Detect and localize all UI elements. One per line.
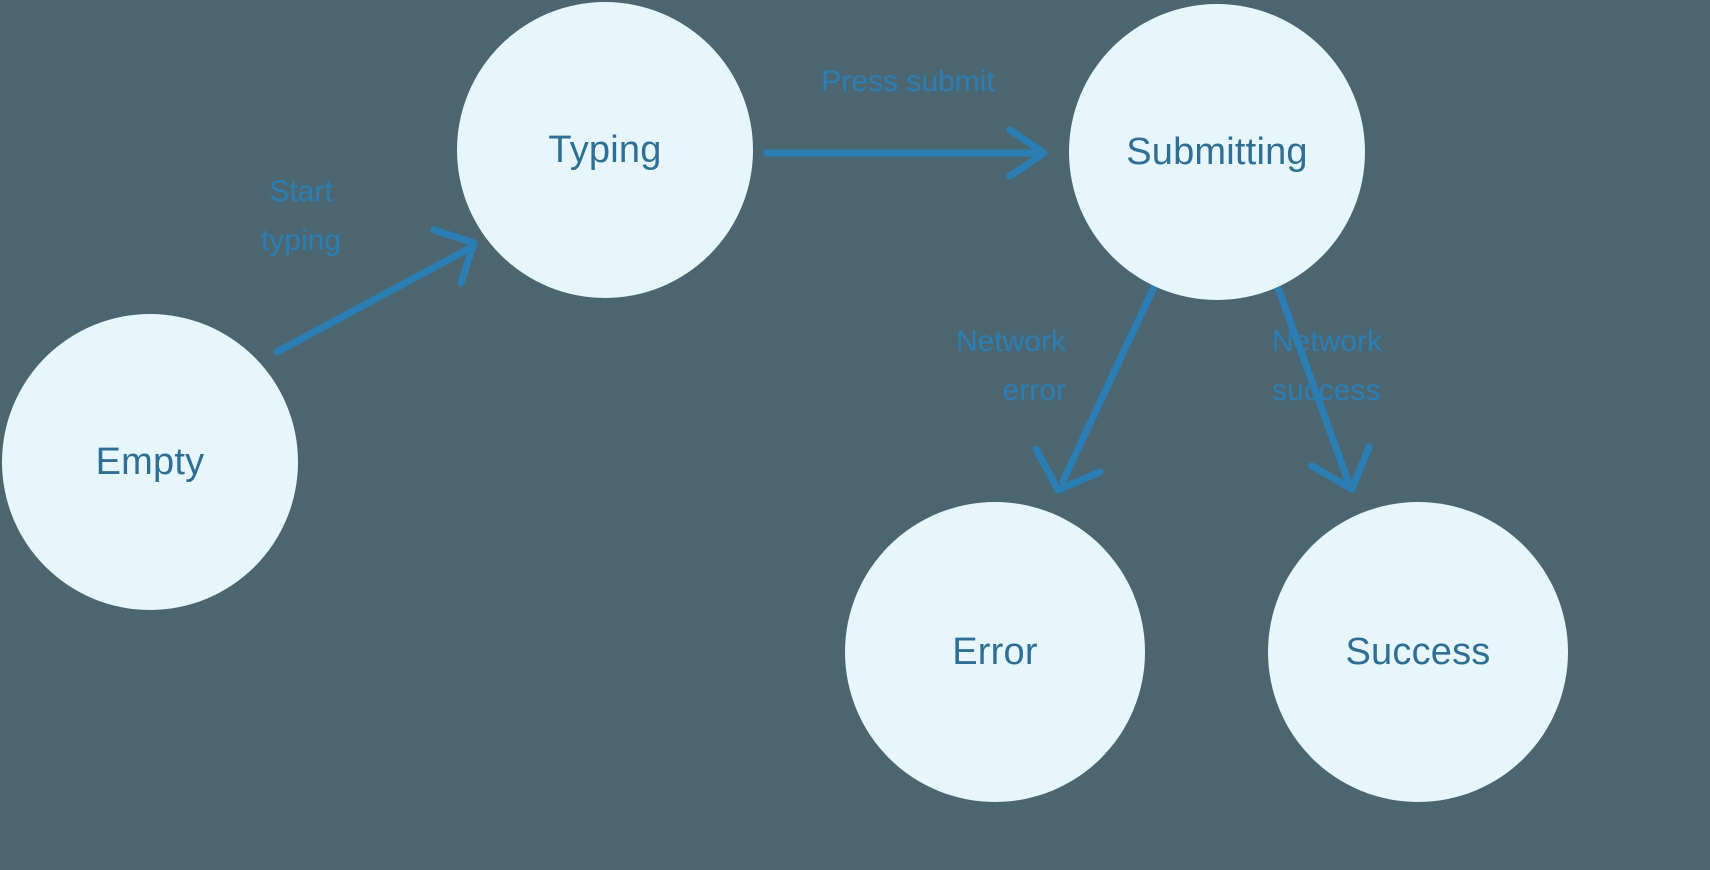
state-node-label: Error <box>952 631 1038 673</box>
state-node-typing[interactable]: Typing <box>457 2 753 298</box>
edge-empty-to-typing <box>273 226 478 356</box>
edge-submitting-to-success <box>1273 281 1373 493</box>
state-node-label: Success <box>1345 631 1491 673</box>
state-node-success[interactable]: Success <box>1268 502 1568 802</box>
state-node-error[interactable]: Error <box>845 502 1145 802</box>
state-node-label: Submitting <box>1126 131 1308 173</box>
edge-submitting-to-error <box>1032 281 1159 494</box>
state-node-submitting[interactable]: Submitting <box>1069 4 1365 300</box>
state-node-label: Typing <box>548 129 662 171</box>
state-node-label: Empty <box>95 441 205 483</box>
edge-typing-to-submitting <box>763 126 1048 180</box>
state-node-empty[interactable]: Empty <box>2 314 298 610</box>
